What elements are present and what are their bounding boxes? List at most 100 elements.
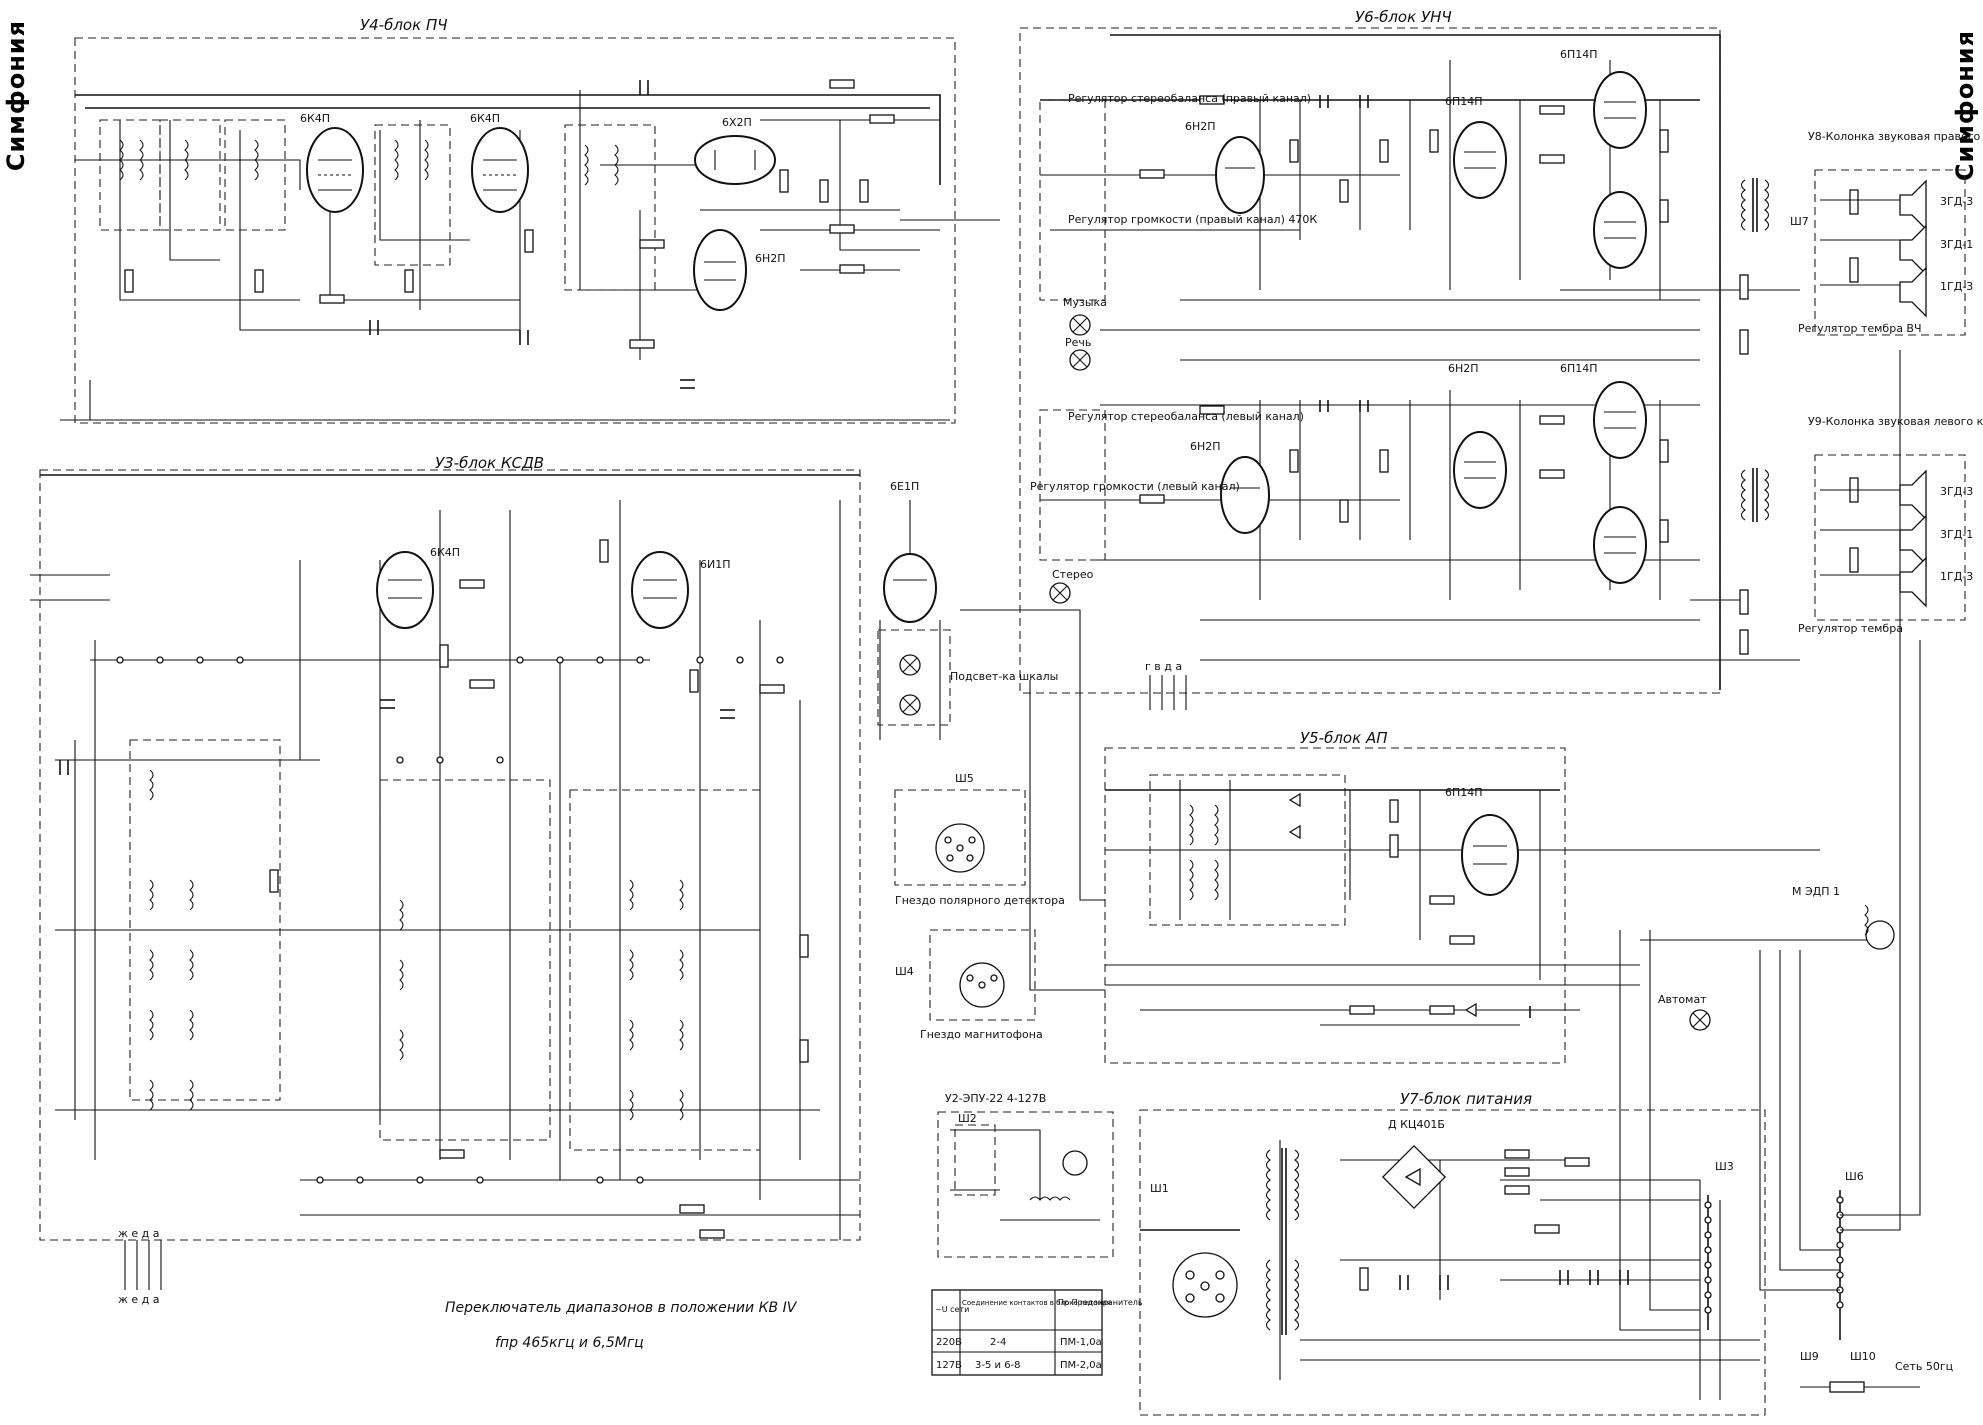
u6-wiring [1039,34,1800,690]
indicator-tube-label: 6Е1П [890,480,919,493]
arrow-labels-bottom: ж е д а [118,1293,160,1306]
speaker-r-1: 3ГД-3 [1940,195,1973,208]
speaker-r-3: 1ГД-3 [1940,280,1973,293]
arrow-labels-mid: г в д а [1145,660,1182,673]
connector-sh6: Ш6 [1845,1170,1864,1183]
table-header-fuse: Пр Предохранитель [1058,1298,1143,1307]
connector-sh1: Ш1 [1150,1182,1169,1195]
lamp-auto [1689,1009,1711,1031]
u4-coils [119,139,619,186]
block-u3-title: У3-блок КСДВ [435,454,544,472]
label-mains: Сеть 50гц [1895,1360,1953,1373]
speakers-right [1820,179,1927,318]
caption-switch: Переключатель диапазонов в положении КВ … [445,1300,798,1316]
tube-u5: 6П14П [1445,786,1519,896]
u3-components [59,539,809,1239]
tube-u4-1-label: 6К4П [300,112,330,125]
label-volume-right: Регулятор громкости (правый канал) 470К [1068,213,1317,226]
lamp-speech [1069,349,1091,371]
tube-u4-2-label: 6К4П [470,112,500,125]
jack-polar-detector: Ш5 Гнездо полярного детектора [894,772,1065,907]
label-volume-left: Регулятор громкости (левый канал) [1030,480,1240,493]
u6-components [1139,95,1669,543]
tube-u6-r2: 6П14П [1445,95,1507,199]
tube-u3-1: 6К4П [376,546,460,629]
connector-sh9: Ш9 [1800,1350,1819,1363]
block-u6-title: У6-блок УНЧ [1355,8,1452,26]
speaker-r-2: 3ГД-1 [1940,238,1973,251]
u5-wiring [1105,774,1870,1026]
tube-u3-1-label: 6К4П [430,546,460,559]
tube-u3-2: 6И1П [631,551,731,629]
jack-tape-recorder: Ш4 Гнездо магнитофона [895,929,1043,1041]
tube-u6-l1-label: 6Н2П [1190,440,1221,453]
block-u4-title: У4-блок ПЧ [360,16,448,34]
tube-u6-l2: 6Н2П [1448,362,1507,509]
speaker-l-2: 3ГД-1 [1940,528,1973,541]
tube-u6-r3-label: 6П14П [1560,48,1598,61]
label-balance-right: Регулятор стереобаланса (правый канал) [1068,92,1311,105]
arrow-bundle-left: ж е д а ж е д а [118,1227,162,1306]
block-u4-outline [74,37,956,424]
tube-u4-1: 6К4П [300,112,364,213]
table-cell: ПМ-1,0а [1060,1337,1102,1348]
scale-lamp-2 [899,694,921,716]
fuse [1800,1381,1920,1393]
voltage-table: ~U сети Соединение контактов в блоке пит… [931,1289,1143,1376]
power-transformer [1265,1148,1300,1335]
speaker-l-3: 1ГД-3 [1940,570,1973,583]
tube-u6-l4 [1593,506,1647,584]
label-stereo: Стерео [1052,568,1094,581]
block-u2-title: У2-ЭПУ-22 4-127В [945,1092,1046,1105]
u7-wiring [1140,1140,1760,1400]
motor: М ЭДП 1 [1792,885,1895,950]
connector-sh10: Ш10 [1850,1350,1876,1363]
jack-tape-code: Ш4 [895,965,914,978]
lamp-stereo [1049,582,1071,604]
tube-u4-4: 6Н2П [693,229,786,311]
diode-bridge: Д КЦ401Б [1381,1118,1447,1210]
connector-strip-sh6: Ш6 [1836,1170,1864,1340]
speaker-l-1: 3ГД-3 [1940,485,1973,498]
u4-wiring [60,90,1000,421]
label-speech: Речь [1065,336,1091,349]
tube-u3-2-label: 6И1П [700,558,731,571]
block-u7-title: У7-блок питания [1400,1090,1532,1108]
block-u9-outline [1814,454,1966,621]
table-cell: 127В [936,1360,962,1371]
u3-wiring [30,474,860,1240]
connector-strip-sh3: Ш3 [1704,1160,1734,1330]
u2-wiring: Ш2 [950,1112,1100,1221]
table-cell: 2-4 [990,1337,1006,1348]
tube-u6-r4 [1593,191,1647,269]
block-u8-outline [1814,169,1966,336]
block-u2-outline [937,1111,1114,1258]
u5-components [1288,792,1531,1018]
caption-frequency: fпр 465кгц и 6,5Мгц [495,1335,644,1351]
switch-contact-rows [116,656,784,1184]
tube-u5-label: 6П14П [1445,786,1483,799]
block-u9-title: У9-Колонка звуковая левого канала [1808,415,1983,428]
connector-sh7: Ш7 [1790,215,1809,228]
label-balance-left: Регулятор стереобаланса (левый канал) [1068,410,1304,423]
block-u5-title: У5-блок АП [1300,729,1387,747]
arrow-labels-top: ж е д а [118,1227,160,1240]
table-cell: ПМ-2,0а [1060,1360,1102,1371]
label-music: Музыка [1063,296,1107,309]
tube-u6-l3-label: 6П14П [1560,362,1598,375]
interconnect-wiring [960,350,1921,1331]
label-auto: Автомат [1658,993,1707,1006]
diode-bridge-label: Д КЦ401Б [1388,1118,1445,1131]
tube-u4-3: 6Х2П [694,116,776,185]
block-u8-title: У8-Колонка звуковая правого канала [1808,130,1983,143]
block-u3-outline [39,469,861,1241]
table-header-voltage: ~U сети [935,1305,969,1314]
scale-light-label: Подсвет-ка шкалы [950,670,1058,683]
tube-u6-r2-label: 6П14П [1445,95,1483,108]
tube-u6-l2-label: 6Н2П [1448,362,1479,375]
tube-u4-3-label: 6Х2П [722,116,752,129]
table-cell: 3-5 и 6-8 [975,1360,1021,1371]
output-transformer-left [1740,468,1770,522]
output-transformer-right [1740,178,1770,232]
